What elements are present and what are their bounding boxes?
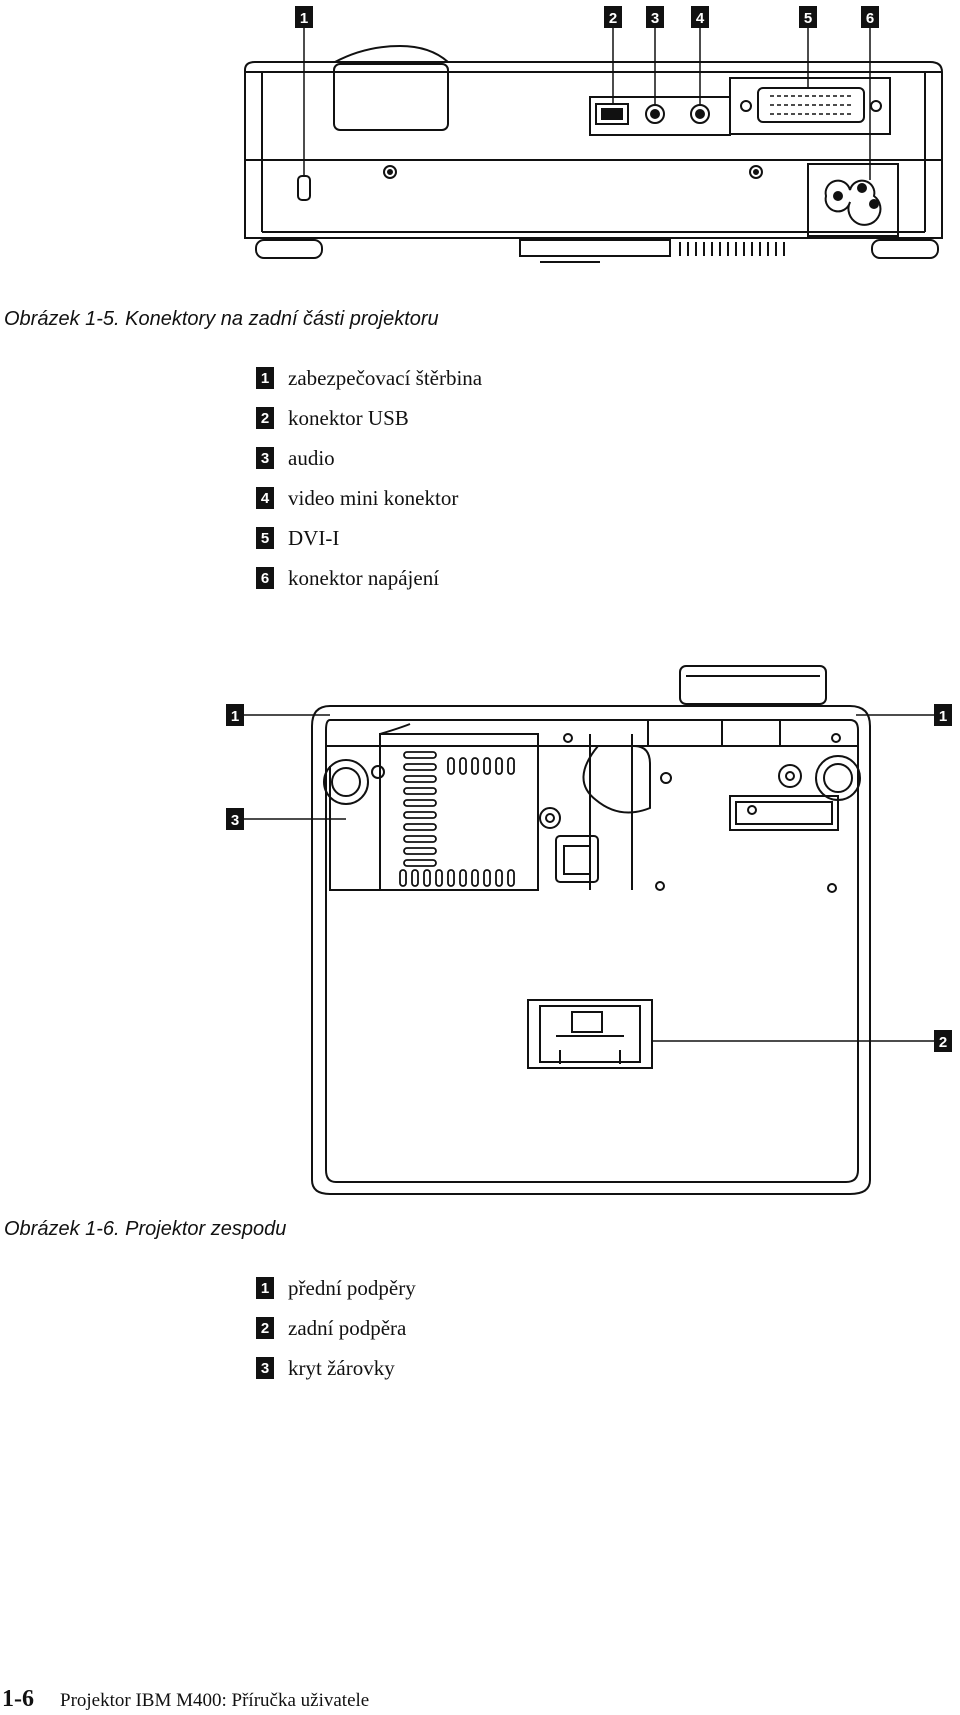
- legend-item: 3 kryt žárovky: [256, 1348, 416, 1388]
- callout-badge: 3: [646, 6, 664, 28]
- legend-item: 5 DVI-I: [256, 518, 482, 558]
- legend-label: DVI-I: [288, 525, 340, 550]
- legend-number-badge: 1: [256, 1277, 274, 1299]
- legend-label: přední podpěry: [288, 1275, 416, 1300]
- page-number: 1-6: [2, 1686, 34, 1712]
- callout-number: 6: [866, 10, 874, 27]
- legend-item: 1 přední podpěry: [256, 1268, 416, 1308]
- legend-label: zadní podpěra: [288, 1315, 407, 1340]
- figure-caption: Obrázek 1-5. Konektory na zadní části pr…: [4, 308, 439, 330]
- callout-badge: 1: [226, 704, 244, 726]
- callout-badge: 1: [934, 704, 952, 726]
- callout-number: 3: [651, 10, 659, 27]
- callout-number: 1: [231, 708, 239, 725]
- legend-number-badge: 1: [256, 367, 274, 389]
- figure-rear-view: 1 2 3 4 5 6: [0, 0, 960, 290]
- legend-item: 2 zadní podpěra: [256, 1308, 416, 1348]
- legend-number-badge: 3: [256, 1357, 274, 1379]
- legend-label: video mini konektor: [288, 485, 459, 510]
- legend-number-badge: 2: [256, 1317, 274, 1339]
- legend-item: 6 konektor napájení: [256, 558, 482, 598]
- callout-badge: 2: [604, 6, 622, 28]
- callout-number: 2: [939, 1034, 947, 1051]
- document-title: Projektor IBM M400: Příručka uživatele: [60, 1690, 370, 1711]
- legend-figure2: 1 přední podpěry 2 zadní podpěra 3 kryt …: [256, 1268, 416, 1388]
- legend-item: 4 video mini konektor: [256, 478, 482, 518]
- legend-number-badge: 5: [256, 527, 274, 549]
- legend-number-badge: 6: [256, 567, 274, 589]
- legend-figure1: 1 zabezpečovací štěrbina 2 konektor USB …: [256, 358, 482, 598]
- callout-number: 5: [804, 10, 812, 27]
- legend-item: 2 konektor USB: [256, 398, 482, 438]
- legend-number-badge: 4: [256, 487, 274, 509]
- callout-badge: 4: [691, 6, 709, 28]
- callout-number: 2: [609, 10, 617, 27]
- callout-badge: 5: [799, 6, 817, 28]
- figure-bottom-view: 1 1 3 2: [0, 660, 960, 1200]
- callout-number: 3: [231, 812, 239, 829]
- legend-label: kryt žárovky: [288, 1355, 395, 1380]
- callout-number: 1: [939, 708, 947, 725]
- callout-badge: 6: [861, 6, 879, 28]
- legend-item: 3 audio: [256, 438, 482, 478]
- legend-label: audio: [288, 445, 335, 470]
- legend-number-badge: 2: [256, 407, 274, 429]
- figure-caption: Obrázek 1-6. Projektor zespodu: [4, 1218, 287, 1240]
- legend-label: konektor napájení: [288, 565, 440, 590]
- page-footer: 1-6 Projektor IBM M400: Příručka uživate…: [2, 1686, 369, 1713]
- callout-badge: 1: [295, 6, 313, 28]
- legend-number-badge: 3: [256, 447, 274, 469]
- legend-item: 1 zabezpečovací štěrbina: [256, 358, 482, 398]
- rear-view-illustration: 1 2 3 4 5 6: [244, 6, 943, 263]
- callout-badge: 2: [934, 1030, 952, 1052]
- bottom-view-illustration: 1 1 3 2: [226, 665, 952, 1195]
- legend-label: konektor USB: [288, 405, 409, 430]
- callout-badge: 3: [226, 808, 244, 830]
- callout-number: 4: [696, 10, 705, 27]
- legend-label: zabezpečovací štěrbina: [288, 365, 483, 390]
- callout-number: 1: [300, 10, 308, 27]
